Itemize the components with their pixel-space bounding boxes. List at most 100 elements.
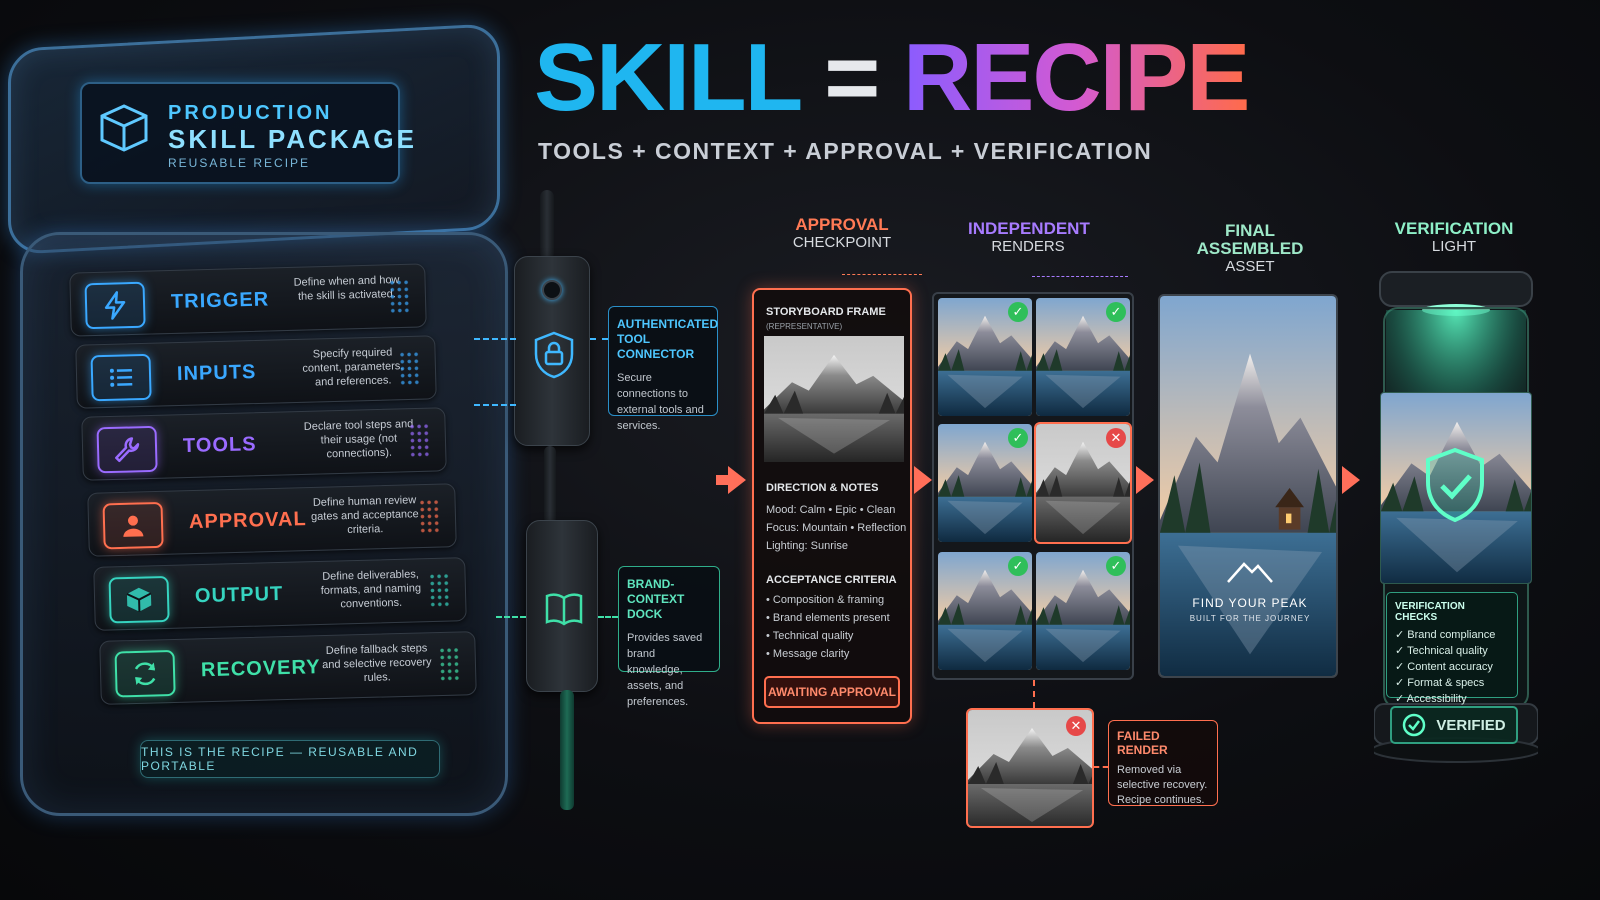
- check-item-label: Technical quality: [1407, 645, 1488, 657]
- failed-desc: Removed via selective recovery. Recipe c…: [1117, 764, 1208, 806]
- approval-heading-l1: APPROVAL: [795, 215, 889, 234]
- final-asset[interactable]: FIND YOUR PEAK BUILT FOR THE JOURNEY: [1158, 294, 1338, 678]
- check-item-label: Accessibility: [1406, 693, 1467, 705]
- link-brand: [598, 616, 618, 618]
- check-item: ✓ Technical quality: [1395, 645, 1488, 657]
- check-icon: ✓: [1106, 556, 1126, 576]
- arrow-1-stem: [716, 475, 730, 485]
- verified-badge[interactable]: VERIFIED: [1390, 706, 1518, 744]
- final-heading-l2: ASSET: [1225, 258, 1275, 275]
- cable-top: [540, 190, 554, 260]
- check-icon: ✓: [1008, 428, 1028, 448]
- failed-link: [1033, 680, 1035, 708]
- final-tagline: BUILT FOR THE JOURNEY: [1189, 614, 1311, 623]
- verified-image: [1380, 392, 1532, 584]
- direction-mood: Mood: Calm • Epic • Clean: [766, 504, 896, 516]
- renders-heading-l1: INDEPENDENT: [968, 219, 1090, 238]
- storyboard-title: STORYBOARD FRAME: [766, 306, 886, 318]
- skill-item-label: OUTPUT: [194, 582, 284, 608]
- link-trigger: [474, 338, 516, 340]
- render-thumb[interactable]: ✓: [1036, 552, 1130, 670]
- x-icon: ✕: [1106, 428, 1126, 448]
- render-thumb[interactable]: ✓: [938, 552, 1032, 670]
- page-title: SKILL = RECIPE: [534, 30, 1250, 126]
- x-icon: ✕: [1066, 716, 1086, 736]
- arrow-3: [1136, 466, 1154, 494]
- failed-render-callout: FAILED RENDER Removed via selective reco…: [1108, 720, 1218, 806]
- skill-item-desc: Define deliverables, formats, and naming…: [320, 568, 422, 611]
- lock-shield-icon: [534, 331, 574, 379]
- skill-item-desc: Define fallback steps and selective reco…: [322, 642, 432, 685]
- verified-label: VERIFIED: [1436, 716, 1506, 734]
- renders-heading-l2: RENDERS: [991, 238, 1065, 255]
- package-label: [80, 82, 400, 184]
- skill-item-output[interactable]: OUTPUT Define deliverables, formats, and …: [93, 557, 467, 631]
- title-equals: =: [824, 24, 880, 131]
- render-thumb[interactable]: ✓: [1036, 298, 1130, 416]
- check-item-label: Format & specs: [1407, 677, 1485, 689]
- book-icon: [545, 593, 583, 626]
- storyboard-sketch: [764, 336, 904, 462]
- final-heading: FINAL ASSEMBLED ASSET: [1170, 222, 1330, 276]
- arrow-4: [1342, 466, 1360, 494]
- skill-item-label: APPROVAL: [188, 508, 307, 534]
- verify-heading-l1: VERIFICATION: [1394, 219, 1514, 238]
- list-icon: [90, 353, 152, 402]
- check-circle-icon: [1403, 713, 1426, 737]
- grip-dots-icon: [438, 646, 462, 682]
- failed-title: FAILED RENDER: [1117, 729, 1168, 757]
- person-icon: [102, 501, 164, 550]
- auth-callout-title: AUTHENTICATED TOOL CONNECTOR: [617, 317, 719, 361]
- approval-heading: APPROVAL CHECKPOINT: [782, 216, 902, 252]
- package-footer: THIS IS THE RECIPE — REUSABLE AND PORTAB…: [140, 740, 440, 778]
- storyboard-panel: STORYBOARD FRAME (REPRESENTATIVE) DIRECT…: [752, 288, 912, 724]
- cable-bottom: [560, 690, 574, 810]
- render-thumb[interactable]: ✓: [938, 298, 1032, 416]
- package-title-line3: REUSABLE RECIPE: [168, 156, 311, 170]
- verify-heading: VERIFICATION LIGHT: [1394, 220, 1514, 256]
- brand-connector: [526, 520, 598, 692]
- direction-title: DIRECTION & NOTES: [766, 482, 879, 494]
- link-auth: [590, 338, 608, 340]
- link-output: [496, 616, 526, 618]
- title-recipe: RECIPE: [902, 24, 1250, 131]
- connector-lens: [542, 280, 562, 300]
- mountain-logo-icon: [1227, 562, 1273, 583]
- page-subtitle: TOOLS + CONTEXT + APPROVAL + VERIFICATIO…: [538, 138, 1153, 164]
- lightning-icon: [84, 281, 146, 330]
- skill-item-desc: Declare tool steps and their usage (not …: [303, 418, 414, 461]
- render-thumb[interactable]: ✓: [938, 424, 1032, 542]
- failed-render-image: ✕: [966, 708, 1094, 828]
- grip-dots-icon: [418, 498, 442, 534]
- check-icon: ✓: [1008, 556, 1028, 576]
- verification-checks: VERIFICATION CHECKS ✓ Brand compliance ✓…: [1386, 592, 1518, 705]
- auth-callout-desc: Secure connections to external tools and…: [617, 372, 704, 432]
- check-item-label: Content accuracy: [1407, 661, 1493, 673]
- cube-icon: [100, 104, 148, 152]
- renders-heading: INDEPENDENT RENDERS: [968, 219, 1090, 256]
- skill-item-label: RECOVERY: [200, 656, 321, 682]
- approval-heading-l2: CHECKPOINT: [792, 234, 892, 251]
- grip-dots-icon: [408, 422, 432, 458]
- direction-focus: Focus: Mountain • Reflection: [766, 522, 907, 534]
- check-item-label: Brand compliance: [1407, 629, 1496, 641]
- failed-box-link: [1094, 766, 1108, 768]
- render-thumb-failed[interactable]: ✕: [1034, 422, 1132, 544]
- checks-title: VERIFICATION CHECKS: [1395, 601, 1465, 623]
- grip-dots-icon: [388, 278, 412, 314]
- check-item: ✓ Format & specs: [1395, 677, 1485, 689]
- cable-middle: [544, 446, 556, 524]
- criteria-item: • Composition & framing: [766, 594, 885, 606]
- criteria-item: • Message clarity: [766, 648, 850, 660]
- skill-item-desc: Define human review gates and acceptance…: [310, 494, 419, 537]
- awaiting-approval-button[interactable]: AWAITING APPROVAL: [764, 676, 900, 708]
- package-title-line1: PRODUCTION: [168, 102, 333, 124]
- criteria-item: • Technical quality: [766, 630, 854, 642]
- skill-item-label: TRIGGER: [170, 288, 270, 314]
- shield-check-icon: [1426, 447, 1484, 523]
